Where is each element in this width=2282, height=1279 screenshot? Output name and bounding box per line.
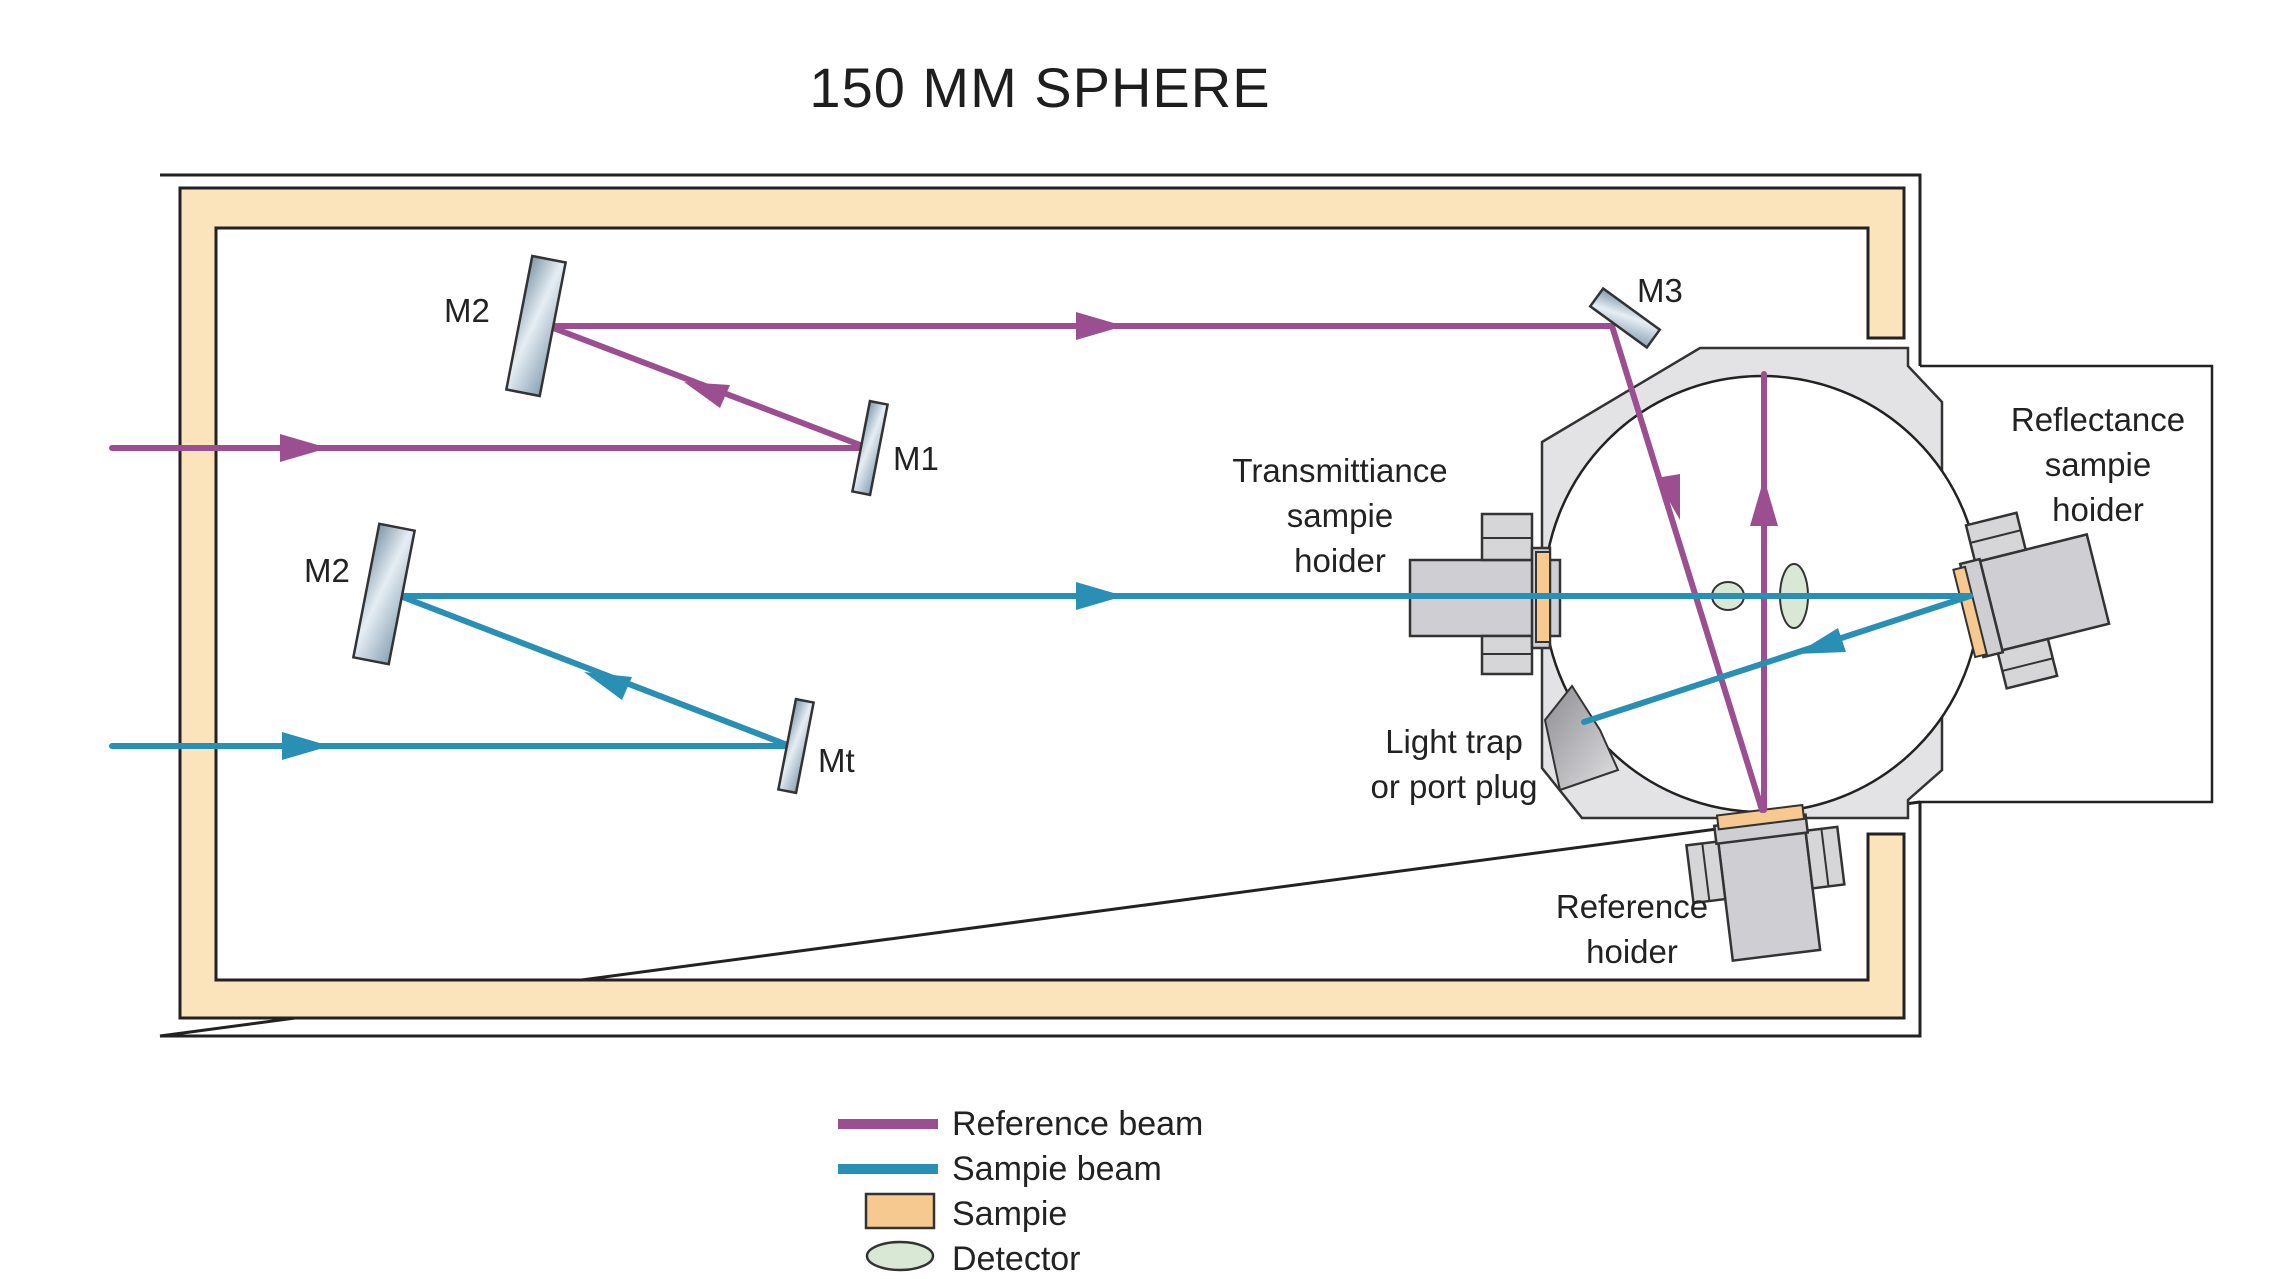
legend-label-reference-beam: Reference beam [952,1105,1203,1143]
svg-text:Transmittiance: Transmittiance [1232,452,1447,489]
svg-text:hoider: hoider [2052,491,2144,528]
arrowhead [1076,312,1124,340]
legend: Reference beam Sampie beam Sampie Detect… [838,1105,1203,1278]
housing-outer-outline [159,173,1922,1038]
housing-wall [178,186,1906,1020]
mirror-m2-sample-label: M2 [304,552,350,589]
mirror-m2-sample [351,522,417,666]
svg-text:or port plug: or port plug [1371,768,1538,805]
svg-text:hoider: hoider [1586,933,1678,970]
mirror-m1-reference-label: M1 [893,440,939,477]
transmittance-label: Transmittiance sampie hoider [1232,452,1447,579]
sample-beam-arrows [282,582,1846,760]
mirror-m1-sample-label: Mt [818,742,855,779]
legend-label-detector: Detector [952,1240,1081,1278]
diagram-title: 150 MM SPHERE [809,56,1270,119]
arrowhead [1750,478,1778,526]
arrowhead [684,382,730,408]
reflectance-sample-holder [1952,511,2111,690]
legend-label-sample: Sampie [952,1195,1067,1233]
arrowhead [1076,582,1124,610]
mirror-m1-reference [850,399,890,497]
reflectance-sample [1952,565,1989,659]
mirror-m2-reference [504,254,568,398]
reference-beam-arrows [280,312,1778,526]
mirrors [351,254,1662,795]
light-trap [1543,684,1620,792]
arrowhead [1656,474,1680,520]
reflectance-label: Reflectance sampie hoider [2011,401,2185,528]
svg-text:Light trap: Light trap [1385,723,1523,760]
instrument-housing [159,173,1922,1038]
reference-holder-label: Reference hoider [1556,888,1708,970]
mirror-m2-reference-label: M2 [444,292,490,329]
svg-text:sampie: sampie [2045,446,2151,483]
sample-swatch [864,1192,936,1230]
svg-text:hoider: hoider [1294,542,1386,579]
mirror-m3 [1588,286,1662,350]
svg-text:Reference: Reference [1556,888,1708,925]
arrowhead [584,672,632,700]
svg-text:Reflectance: Reflectance [2011,401,2185,438]
arrowhead [1796,628,1846,654]
svg-text:sampie: sampie [1287,497,1393,534]
arrowhead [280,434,328,462]
legend-label-sample-beam: Sampie beam [952,1150,1162,1188]
light-trap-label: Light trap or port plug [1371,723,1538,805]
sample-beam-path [109,593,1973,749]
mirror-m3-label: M3 [1637,272,1683,309]
mirror-m1-sample [776,697,816,795]
reference-holder [1685,803,1846,962]
detector-ellipse [865,1240,935,1272]
arrowhead [282,732,330,760]
